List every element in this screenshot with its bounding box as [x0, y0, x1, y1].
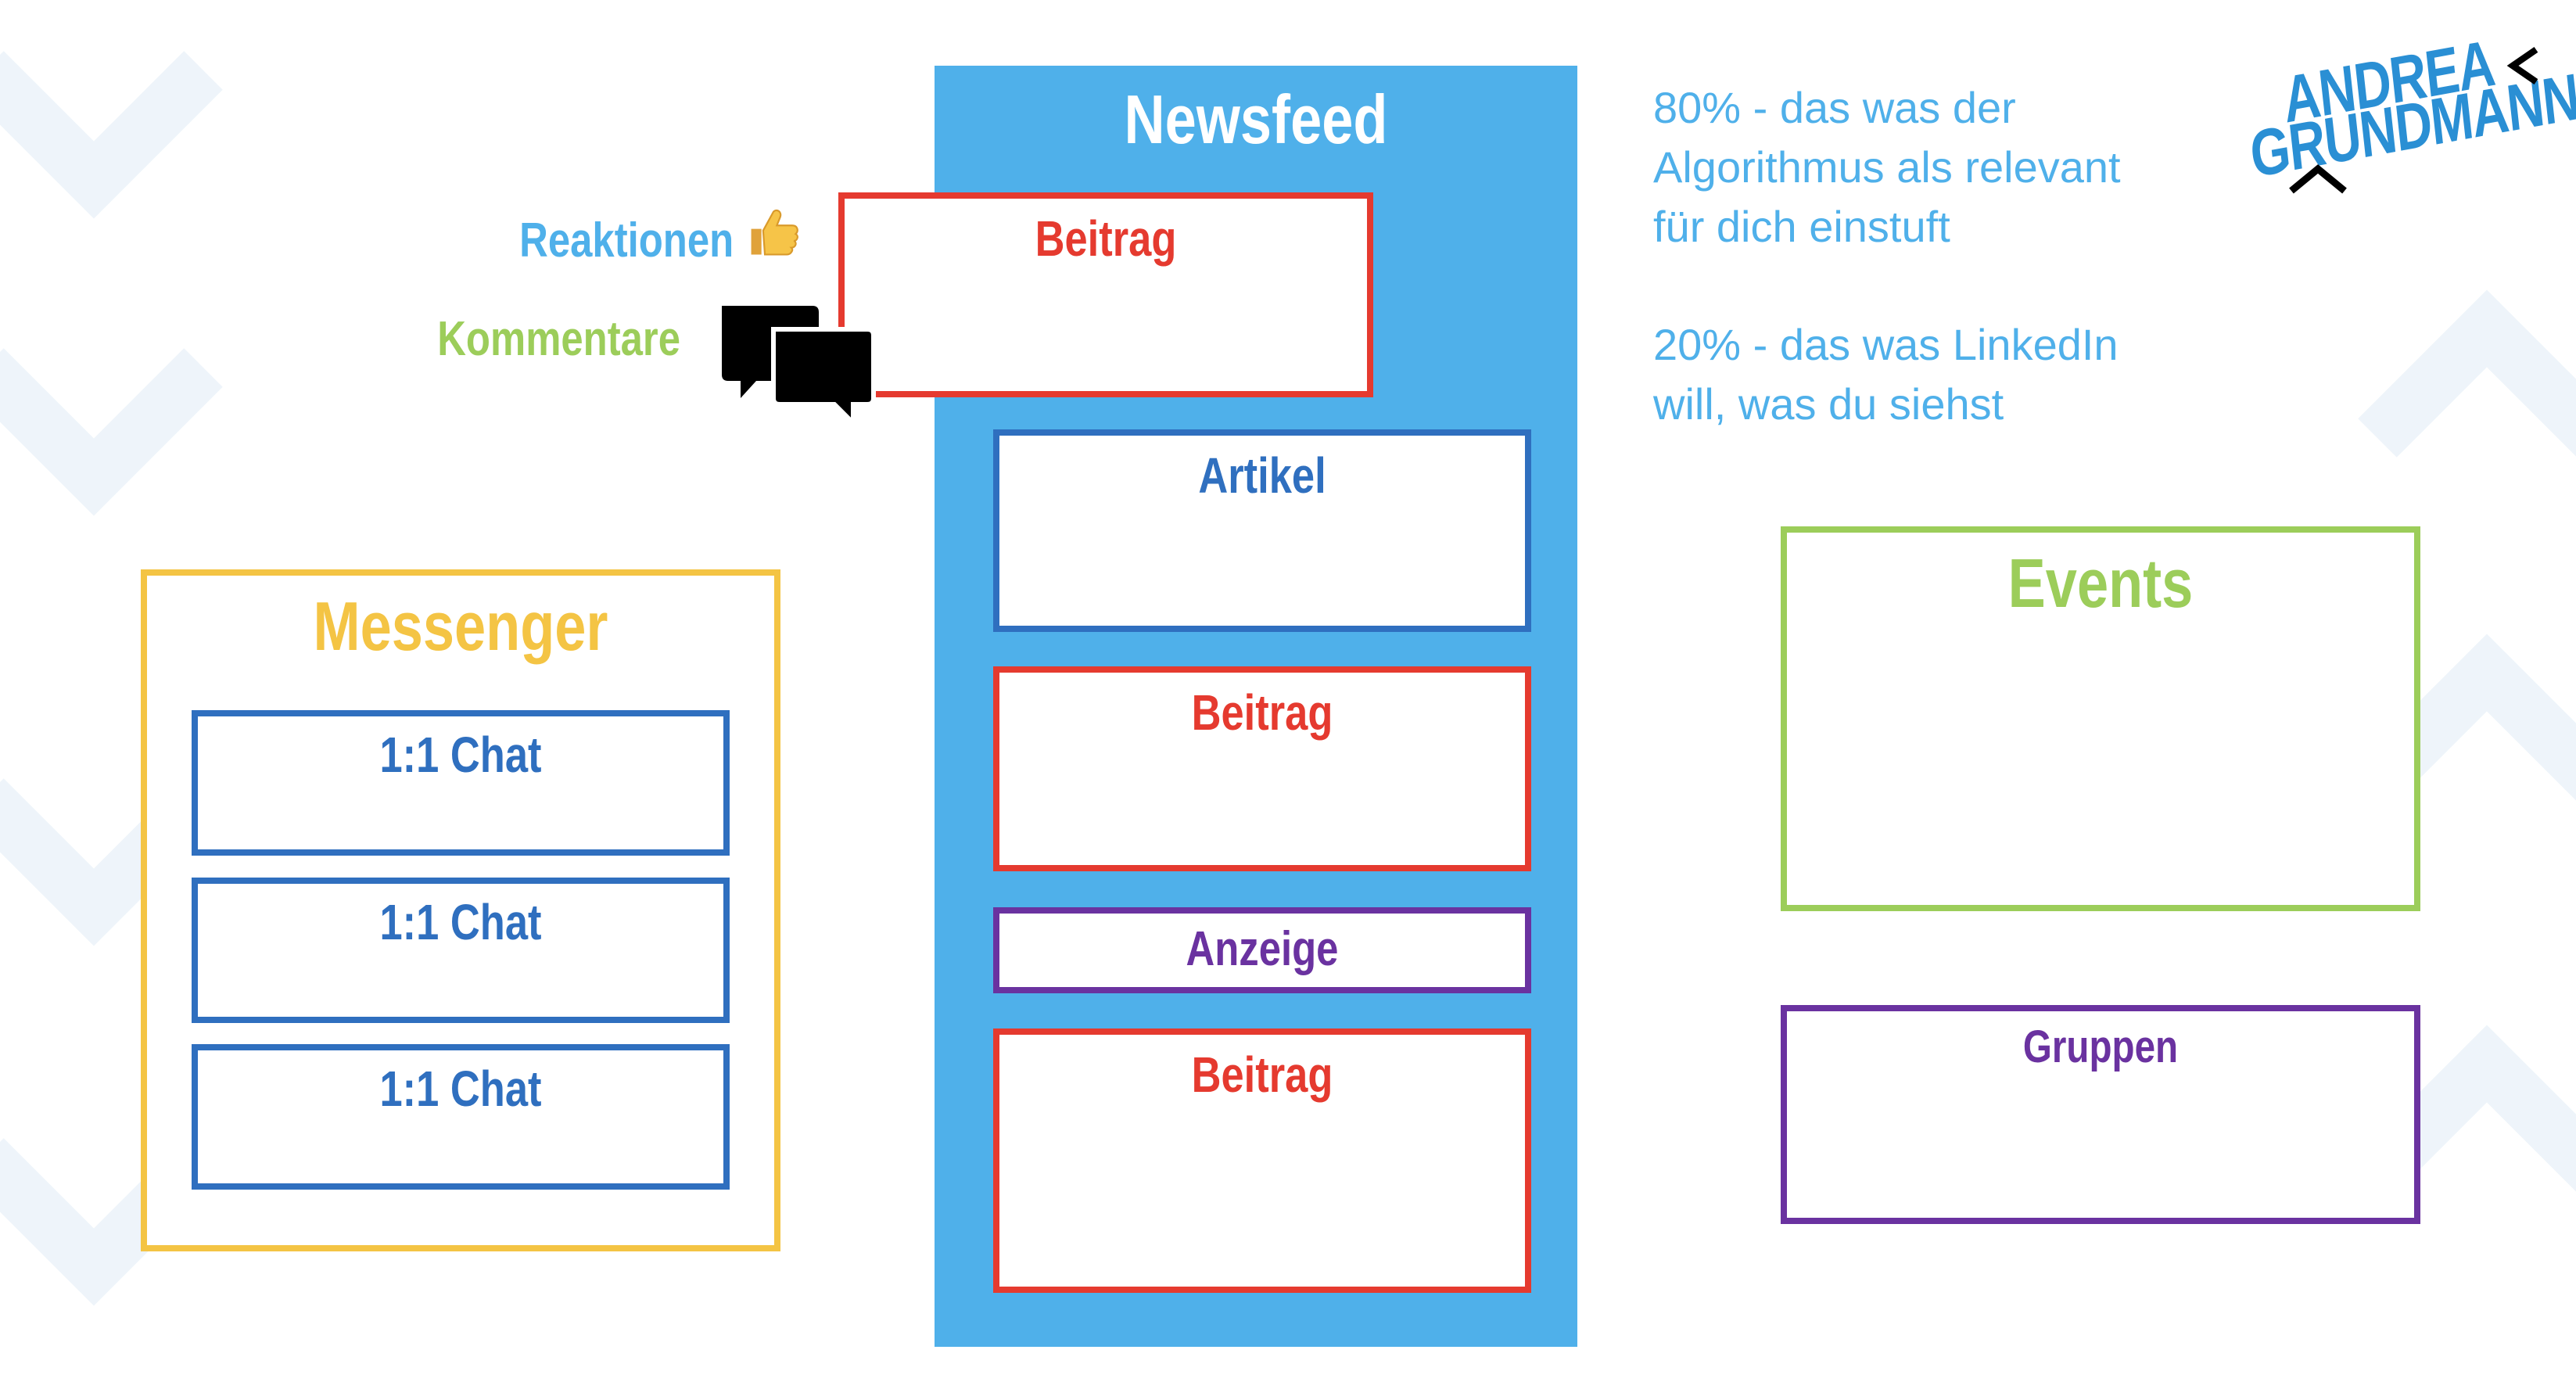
- logo-caret-icon: [2289, 164, 2347, 194]
- reactions-label-text: Reaktionen: [518, 214, 734, 267]
- newsfeed-item-article[interactable]: Artikel: [993, 429, 1531, 632]
- newsfeed-item-label: Beitrag: [1191, 684, 1333, 741]
- info-80-percent: 80% - das was der Algorithmus als releva…: [1653, 78, 2121, 257]
- newsfeed-item-post-2[interactable]: Beitrag: [993, 666, 1531, 871]
- thumbs-up-icon: [751, 209, 798, 256]
- info-80-line: Algorithmus als relevant: [1653, 142, 2121, 192]
- chat-item-label: 1:1 Chat: [379, 894, 542, 950]
- groups-title: Gruppen: [2022, 1021, 2179, 1072]
- events-title: Events: [2007, 544, 2194, 622]
- speech-bubbles-icon: [722, 306, 876, 426]
- comments-label-text: Kommentare: [437, 312, 680, 366]
- newsfeed-item-ad[interactable]: Anzeige: [993, 907, 1531, 993]
- info-80-line: für dich einstuft: [1653, 202, 1950, 251]
- newsfeed-title: Newsfeed: [1124, 81, 1388, 158]
- chat-item[interactable]: 1:1 Chat: [192, 1044, 730, 1190]
- messenger-title: Messenger: [313, 587, 608, 665]
- chat-item-label: 1:1 Chat: [379, 1061, 542, 1117]
- comments-label: Kommentare: [437, 311, 680, 367]
- newsfeed-item-post-3[interactable]: Beitrag: [993, 1028, 1531, 1293]
- chat-item[interactable]: 1:1 Chat: [192, 710, 730, 856]
- info-80-line: 80% - das was der: [1653, 83, 2016, 132]
- newsfeed-item-label: Artikel: [1198, 447, 1326, 504]
- logo: ANDREA GRUNDMANN: [2237, 26, 2576, 196]
- info-20-line: will, was du siehst: [1653, 379, 2004, 429]
- newsfeed-item-label: Beitrag: [1035, 210, 1177, 267]
- chat-item[interactable]: 1:1 Chat: [192, 878, 730, 1023]
- newsfeed-item-label: Beitrag: [1191, 1046, 1333, 1103]
- info-20-percent: 20% - das was LinkedIn will, was du sieh…: [1653, 315, 2119, 434]
- groups-box[interactable]: Gruppen: [1781, 1005, 2420, 1224]
- info-20-line: 20% - das was LinkedIn: [1653, 320, 2119, 369]
- reactions-label: Reaktionen: [519, 213, 734, 268]
- events-box[interactable]: Events: [1781, 526, 2420, 911]
- chat-item-label: 1:1 Chat: [379, 727, 542, 783]
- logo-chevron-icon: [2506, 47, 2538, 84]
- newsfeed-item-post-1[interactable]: Beitrag: [838, 192, 1373, 397]
- newsfeed-item-label: Anzeige: [1186, 922, 1339, 976]
